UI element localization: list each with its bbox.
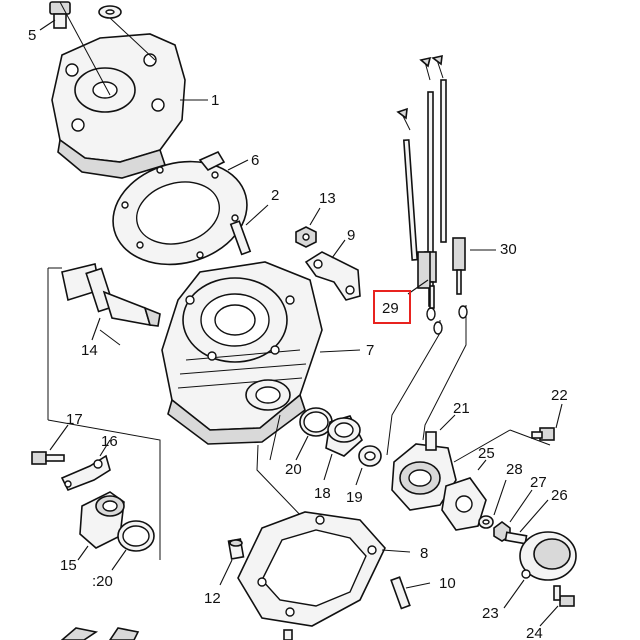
label-24: 24 (526, 625, 543, 640)
label-28: 28 (506, 461, 523, 478)
label-26: 26 (551, 487, 568, 504)
label-7: 7 (366, 342, 374, 359)
label-21: 21 (453, 400, 470, 417)
label-19: 19 (346, 489, 363, 506)
label-17: 17 (66, 411, 83, 428)
part-29-30-cables (396, 54, 496, 335)
label-27: 27 (530, 474, 547, 491)
part-6-head-gasket (112, 150, 249, 266)
part-25-governor (441, 459, 487, 531)
part-22-bolt (531, 403, 563, 441)
highlight-box (373, 290, 411, 324)
label-2: 2 (271, 187, 279, 204)
part-28-washer (478, 479, 507, 529)
label-14: 14 (81, 342, 98, 359)
label-22: 22 (551, 387, 568, 404)
part-10-stud (390, 576, 431, 610)
part-26-cover-screw (504, 499, 549, 545)
part-12-dowel (219, 538, 245, 586)
part-15-fitting (77, 491, 125, 561)
part-14-valve-assembly (47, 263, 161, 420)
part-23-cover (503, 531, 577, 609)
label-6: 6 (251, 152, 259, 169)
part-21-housing (391, 414, 457, 511)
highlighted-part-29[interactable]: 29 (373, 290, 411, 324)
label-10: 10 (439, 575, 456, 592)
partial-shape-bottom (60, 627, 293, 640)
part-18-sleeve (323, 415, 363, 481)
label-23: 23 (482, 605, 499, 622)
label-9: 9 (347, 227, 355, 244)
part-20-o-ring (295, 407, 333, 461)
part-9-bracket (304, 239, 361, 301)
label-12: 12 (204, 590, 221, 607)
label-5: 5 (28, 27, 36, 44)
part-5-bolt (39, 1, 71, 31)
part-1-cylinder-head (51, 1, 208, 179)
label-18: 18 (314, 485, 331, 502)
label-29: 29 (382, 300, 399, 317)
label-30: 30 (500, 241, 517, 258)
part-16-link-arm (60, 439, 111, 492)
label-20: 20 (285, 461, 302, 478)
label-25: 25 (478, 445, 495, 462)
label-16: 16 (101, 433, 118, 450)
part-labels: 5 1 6 2 13 9 30 14 7 22 21 17 16 25 20 2… (28, 27, 568, 640)
label-8: 8 (420, 545, 428, 562)
label-1: 1 (211, 92, 219, 109)
part-24-bolt (539, 585, 575, 627)
part-13-nut (295, 207, 321, 248)
part-2-stud (229, 204, 269, 256)
part-7-cylinder (161, 261, 361, 445)
part-19-washer (355, 445, 382, 486)
label-20-lower: :20 (92, 573, 113, 590)
washer-top (98, 5, 122, 19)
part-8-base-gasket (237, 511, 411, 627)
part-20-o-ring-lower (111, 520, 155, 571)
part-17-bolt (31, 424, 69, 465)
label-13: 13 (319, 190, 336, 207)
label-15: 15 (60, 557, 77, 574)
